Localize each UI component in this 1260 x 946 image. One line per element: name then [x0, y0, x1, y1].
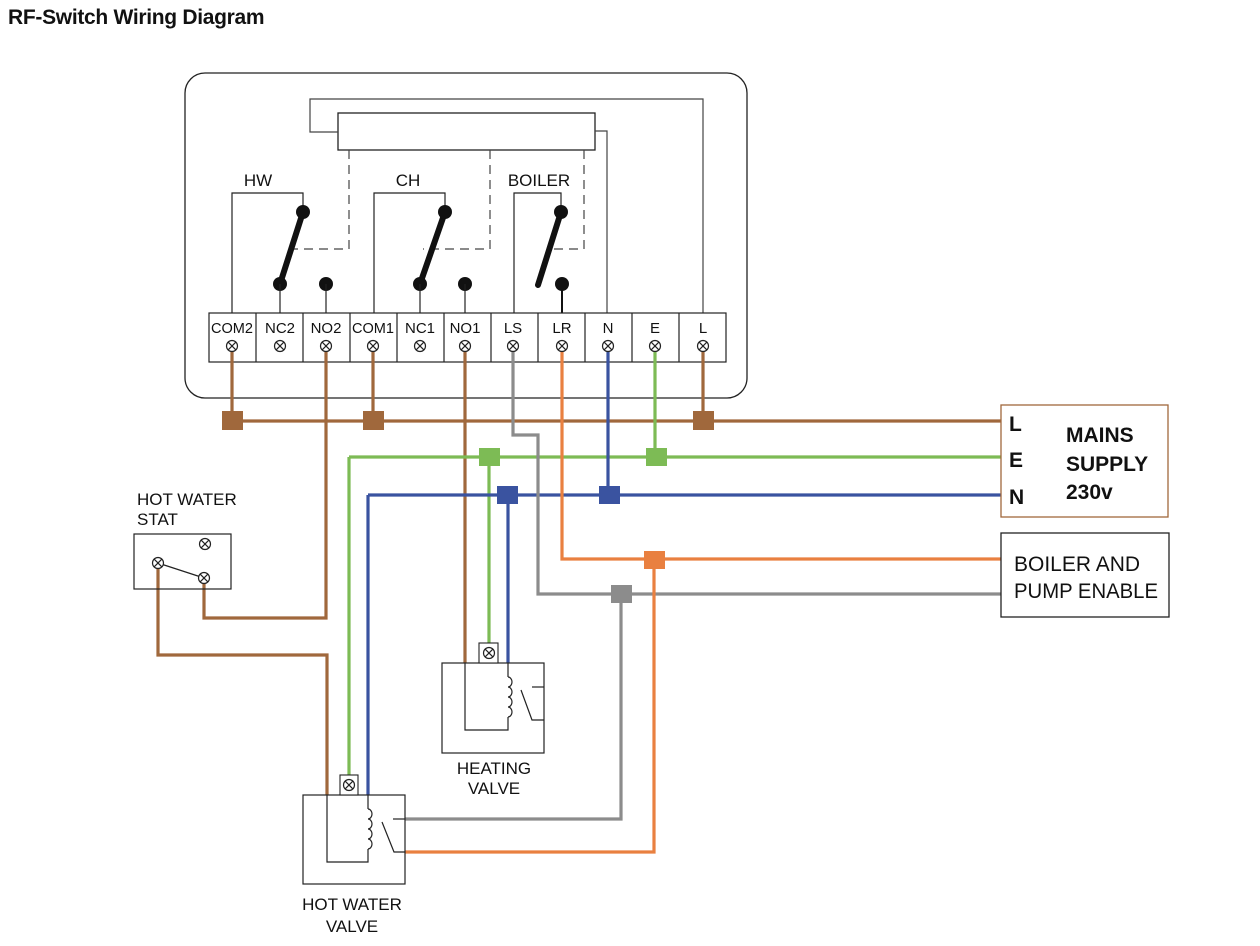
- junction-live-com2: [222, 411, 243, 430]
- mains-supply-box: L E N MAINS SUPPLY 230v: [1000, 404, 1169, 518]
- wire-stat-to-hw-valve: [156, 564, 329, 795]
- svg-text:VALVE: VALVE: [468, 779, 520, 798]
- terminal-strip: [208, 312, 727, 363]
- svg-text:PUMP ENABLE: PUMP ENABLE: [1014, 580, 1158, 603]
- terminal-nc2: NC2: [265, 320, 295, 337]
- junction-earth-e: [646, 448, 667, 466]
- svg-text:HOT WATER: HOT WATER: [302, 895, 402, 914]
- svg-text:MAINS: MAINS: [1066, 424, 1134, 447]
- svg-text:HEATING: HEATING: [457, 759, 531, 778]
- ch-relay: [373, 192, 472, 313]
- mains-terminal-e: E: [1009, 449, 1023, 472]
- diagram-title: RF-Switch Wiring Diagram: [8, 6, 265, 29]
- svg-text:VALVE: VALVE: [326, 917, 378, 936]
- wire-grey-to-hw-valve: [405, 594, 623, 821]
- terminal-l: L: [699, 320, 707, 337]
- terminal-no1: NO1: [450, 320, 481, 337]
- terminal-n: N: [603, 320, 614, 337]
- heating-valve-coil-icon: [507, 676, 513, 718]
- boiler-relay: [513, 192, 569, 313]
- terminal-lr: LR: [552, 320, 571, 337]
- svg-text:STAT: STAT: [137, 510, 178, 529]
- svg-text:BOILER AND: BOILER AND: [1014, 553, 1140, 576]
- terminal-no2: NO2: [311, 320, 342, 337]
- junction-grey: [611, 585, 632, 603]
- junction-earth-heating: [479, 448, 500, 466]
- mains-terminal-l: L: [1009, 413, 1022, 436]
- junction-live-com1: [363, 411, 384, 430]
- terminal-ls: LS: [504, 320, 522, 337]
- svg-text:SUPPLY: SUPPLY: [1066, 453, 1148, 476]
- junction-orange: [644, 551, 665, 569]
- terminal-labels: COM2 NC2 NO2 COM1 NC1 NO1 LS LR N E L: [211, 320, 707, 337]
- rf-receiver-module: [337, 112, 596, 151]
- hw-relay: [231, 192, 333, 313]
- wire-no2-to-stat: [202, 347, 328, 620]
- hw-relay-pivot: [296, 205, 310, 219]
- junction-neutral-n: [599, 486, 620, 504]
- module-feed-live: [309, 98, 704, 313]
- svg-text:230v: 230v: [1066, 481, 1113, 504]
- module-feed-neutral: [595, 130, 608, 313]
- terminal-nc1: NC1: [405, 320, 435, 337]
- terminal-e: E: [650, 320, 660, 337]
- hot-water-stat: HOT WATER STAT: [133, 490, 237, 590]
- stat-terminal-top: [198, 537, 212, 551]
- group-label-hw: HW: [244, 171, 272, 190]
- stat-terminal-switched: [197, 571, 211, 585]
- boiler-pump-enable-box: BOILER AND PUMP ENABLE: [1000, 532, 1170, 618]
- wire-orange-to-hw-valve: [405, 559, 656, 854]
- wire-lr: [560, 347, 1002, 561]
- hot-water-valve: HOT WATER VALVE: [302, 774, 406, 936]
- stat-terminal-common: [151, 556, 165, 570]
- terminal-com2: COM2: [211, 320, 253, 337]
- group-label-boiler: BOILER: [508, 171, 570, 190]
- mains-terminal-n: N: [1009, 486, 1024, 509]
- heating-valve: HEATING VALVE: [441, 642, 545, 798]
- junction-neutral-heating: [497, 486, 518, 504]
- junction-blocks: [222, 411, 714, 603]
- group-label-ch: CH: [396, 171, 421, 190]
- junction-live-l: [693, 411, 714, 430]
- svg-text:HOT WATER: HOT WATER: [137, 490, 237, 509]
- relay-control-links: [283, 150, 585, 250]
- hot-water-valve-coil-icon: [367, 808, 373, 850]
- wire-ls: [511, 347, 1002, 596]
- terminal-com1: COM1: [352, 320, 394, 337]
